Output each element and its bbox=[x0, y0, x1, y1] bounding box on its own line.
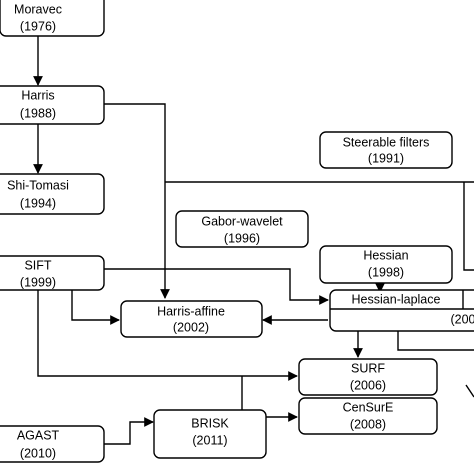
node-moravec-year: (1976) bbox=[20, 19, 56, 33]
node-hessian: Hessian (1998) bbox=[319, 245, 453, 284]
node-surf-name: SURF bbox=[351, 361, 385, 375]
node-agast-year: (2010) bbox=[20, 446, 56, 460]
node-brisk-year: (2011) bbox=[192, 433, 227, 447]
node-harris-name: Harris bbox=[21, 88, 54, 102]
node-brisk-name: BRISK bbox=[191, 416, 229, 430]
edge-off-right-lower bbox=[465, 384, 474, 398]
node-gabor-wavelet-year: (1996) bbox=[224, 231, 260, 245]
node-harris-affine-year: (2002) bbox=[173, 320, 209, 334]
node-gabor-wavelet: Gabor-wavelet (1996) bbox=[175, 210, 309, 248]
edge-sift-to-surf bbox=[37, 290, 298, 381]
node-sift-year: (1999) bbox=[20, 275, 56, 289]
node-agast-name: AGAST bbox=[17, 428, 60, 442]
node-censure-name: CenSurE bbox=[343, 400, 394, 414]
node-hessian-laplace-year: (200 bbox=[450, 312, 474, 326]
node-agast: AGAST (2010) bbox=[0, 425, 105, 463]
node-hessian-laplace-dividers bbox=[330, 290, 474, 310]
node-harris: Harris (1988) bbox=[0, 85, 105, 125]
node-surf: SURF (2006) bbox=[298, 358, 438, 396]
node-harris-affine-name: Harris-affine bbox=[157, 304, 225, 318]
edges bbox=[33, 36, 474, 445]
node-gabor-wavelet-name: Gabor-wavelet bbox=[201, 214, 283, 228]
node-moravec-name: Moravec bbox=[14, 2, 62, 16]
node-steerable-filters: Steerable filters (1991) bbox=[319, 131, 453, 169]
edge-agast-to-brisk bbox=[104, 417, 154, 445]
node-steerable-filters-name: Steerable filters bbox=[343, 135, 430, 149]
node-hessian-year: (1998) bbox=[368, 265, 404, 279]
node-steerable-filters-year: (1991) bbox=[368, 151, 404, 165]
node-surf-year: (2006) bbox=[350, 378, 386, 392]
edge-sift-to-harris-affine bbox=[71, 290, 120, 325]
node-censure-year: (2008) bbox=[350, 417, 386, 431]
node-hessian-name: Hessian bbox=[363, 248, 408, 262]
node-moravec: Moravec (1976) bbox=[0, 0, 105, 37]
node-sift-name: SIFT bbox=[24, 258, 51, 272]
edge-hessian-laplace-to-right bbox=[397, 331, 474, 351]
node-hessian-laplace-name: Hessian-laplace bbox=[352, 292, 441, 306]
edge-sift-to-hessian-laplace bbox=[104, 268, 329, 305]
node-sift: SIFT (1999) bbox=[0, 255, 105, 291]
node-shi-tomasi-name: Shi-Tomasi bbox=[7, 178, 69, 192]
node-shi-tomasi-year: (1994) bbox=[20, 196, 56, 210]
node-censure: CenSurE (2008) bbox=[298, 397, 438, 435]
node-harris-affine: Harris-affine (2002) bbox=[120, 300, 263, 338]
node-brisk: BRISK (2011) bbox=[153, 409, 267, 459]
node-harris-year: (1988) bbox=[20, 106, 56, 120]
nodes: Moravec (1976) Harris (1988) Shi-Tomasi … bbox=[0, 0, 474, 463]
edge-harris-to-harris-affine bbox=[104, 103, 170, 299]
node-hessian-laplace: Hessian-laplace (200 bbox=[329, 289, 474, 332]
edge-steerable-to-right bbox=[463, 182, 474, 271]
node-shi-tomasi: Shi-Tomasi (1994) bbox=[0, 173, 105, 215]
